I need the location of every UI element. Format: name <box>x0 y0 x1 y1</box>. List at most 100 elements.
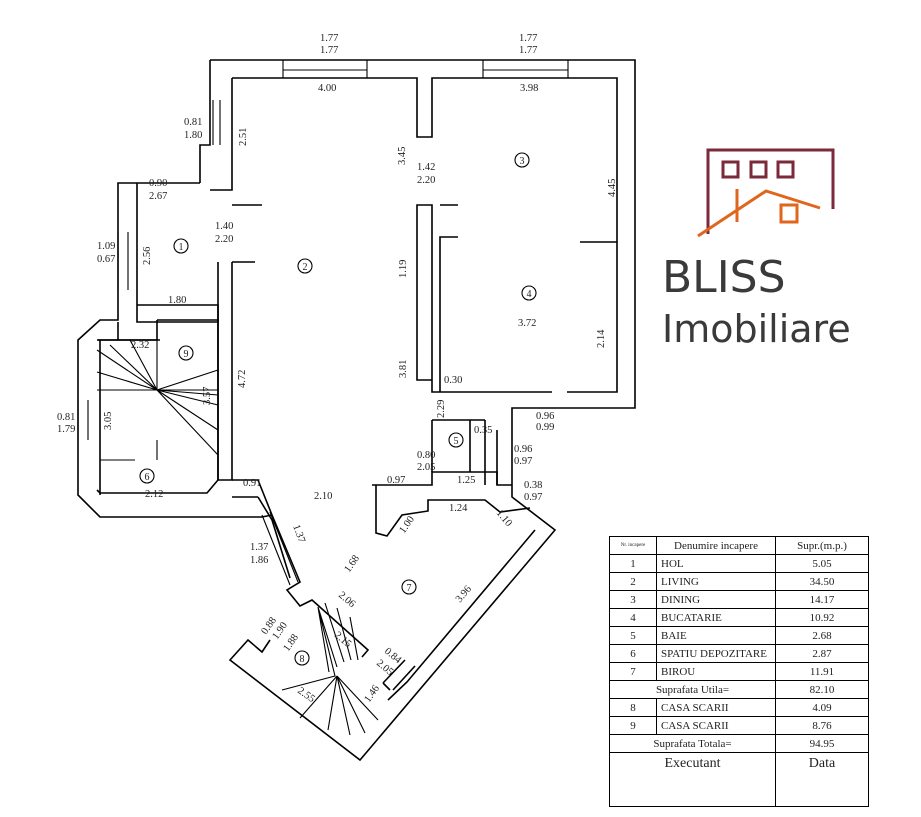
dim-label: 0.81 <box>184 117 202 128</box>
dim-label: 0.81 <box>57 412 75 423</box>
subtotal-label: Suprafata Utila= <box>609 680 776 699</box>
cell-area: 8.76 <box>775 716 869 735</box>
cell-nr: 1 <box>609 554 657 573</box>
dim-label: 1.25 <box>457 475 475 486</box>
cell-nr: 9 <box>609 716 657 735</box>
dim-label: 2.05 <box>417 462 435 473</box>
dim-label: 1.80 <box>184 130 202 141</box>
dim-label: 0.67 <box>97 254 115 265</box>
cell-name: BUCATARIE <box>656 608 776 627</box>
dim-label: 3.98 <box>520 83 538 94</box>
cell-name: BAIE <box>656 626 776 645</box>
dim-label: 2.10 <box>314 491 332 502</box>
dim-label: 2.06 <box>336 590 357 610</box>
dim-label: 3.72 <box>518 318 536 329</box>
room-numbers: 1 2 3 4 5 6 7 8 9 <box>139 152 537 666</box>
dimensions: 1.77 1.77 1.77 1.77 4.00 3.98 0.81 1.80 … <box>57 33 618 705</box>
dim-label: 3.05 <box>103 412 114 430</box>
dim-label: 0.80 <box>417 450 435 461</box>
subtotal-value: 82.10 <box>775 680 869 699</box>
dim-label: 2.51 <box>238 128 249 146</box>
dim-label: 2.32 <box>131 340 149 351</box>
logo: BLISS Imobiliare <box>662 148 851 351</box>
dim-label: 2.14 <box>596 329 607 348</box>
cell-nr: 2 <box>609 572 657 591</box>
dim-label: 0.96 <box>536 411 554 422</box>
dim-label: 1.86 <box>250 555 268 566</box>
dim-label: 0.30 <box>444 375 462 386</box>
cell-area: 2.87 <box>775 644 869 663</box>
cell-name: LIVING <box>656 572 776 591</box>
dim-label: 1.77 <box>320 33 338 44</box>
cell-nr: 3 <box>609 590 657 609</box>
dim-label: 2.67 <box>149 191 167 202</box>
total-value: 94.95 <box>775 734 869 753</box>
cell-name: CASA SCARII <box>656 698 776 717</box>
header-nr: Nr. incapere <box>609 536 657 555</box>
dim-label: 2.56 <box>142 247 153 265</box>
dim-label: 1.37 <box>250 542 268 553</box>
dim-label: 1.40 <box>215 221 233 232</box>
cell-name: DINING <box>656 590 776 609</box>
room-number: 9 <box>184 349 189 360</box>
table-header: Nr. incapere Denumire incapere Supr.(m.p… <box>609 536 869 555</box>
dim-label: 1.09 <box>97 241 115 252</box>
dim-label: 0.91 <box>243 478 261 489</box>
dim-label: 2.20 <box>215 234 233 245</box>
dim-label: 1.80 <box>168 295 186 306</box>
cell-nr: 5 <box>609 626 657 645</box>
cell-name: HOL <box>656 554 776 573</box>
cell-area: 4.09 <box>775 698 869 717</box>
total-label: Suprafata Totala= <box>609 734 776 753</box>
dim-label: 1.46 <box>362 683 382 704</box>
dim-label: 0.99 <box>536 422 554 433</box>
cell-nr: 7 <box>609 662 657 681</box>
room-number: 2 <box>303 262 308 273</box>
dim-label: 4.00 <box>318 83 336 94</box>
cell-area: 11.91 <box>775 662 869 681</box>
walls <box>77 59 636 762</box>
header-area: Supr.(m.p.) <box>775 536 869 555</box>
dim-label: 0.90 <box>149 178 167 189</box>
room-number: 5 <box>454 436 459 447</box>
logo-imobiliare: Imobiliare <box>662 307 851 351</box>
dim-label: 1.77 <box>519 33 537 44</box>
room-number: 4 <box>527 289 532 300</box>
dim-label: 1.77 <box>320 45 338 56</box>
dim-label: 1.88 <box>281 632 301 653</box>
dim-label: 3.81 <box>398 360 409 378</box>
room-number: 8 <box>300 654 305 665</box>
cell-name: BIROU <box>656 662 776 681</box>
dim-label: 3.96 <box>454 584 474 605</box>
dim-label: 0.35 <box>474 425 492 436</box>
dim-label: 2.29 <box>436 400 447 418</box>
dim-label: 3.57 <box>202 387 213 405</box>
dim-label: 1.24 <box>449 503 468 514</box>
cell-area: 2.68 <box>775 626 869 645</box>
cell-area: 10.92 <box>775 608 869 627</box>
dim-label: 0.96 <box>514 444 532 455</box>
dim-label: 0.38 <box>524 480 542 491</box>
room-number: 7 <box>407 583 412 594</box>
dim-label: 0.97 <box>514 456 532 467</box>
logo-graphic <box>697 148 835 238</box>
dim-label: 2.20 <box>417 175 435 186</box>
cell-name: CASA SCARII <box>656 716 776 735</box>
cell-area: 5.05 <box>775 554 869 573</box>
dim-label: 1.68 <box>342 553 362 574</box>
cell-nr: 6 <box>609 644 657 663</box>
room-number: 1 <box>179 242 184 253</box>
dim-label: 1.19 <box>398 260 409 278</box>
executant-label: Executant <box>609 752 776 807</box>
date-label: Data <box>775 752 869 807</box>
dim-label: 4.72 <box>237 370 248 388</box>
